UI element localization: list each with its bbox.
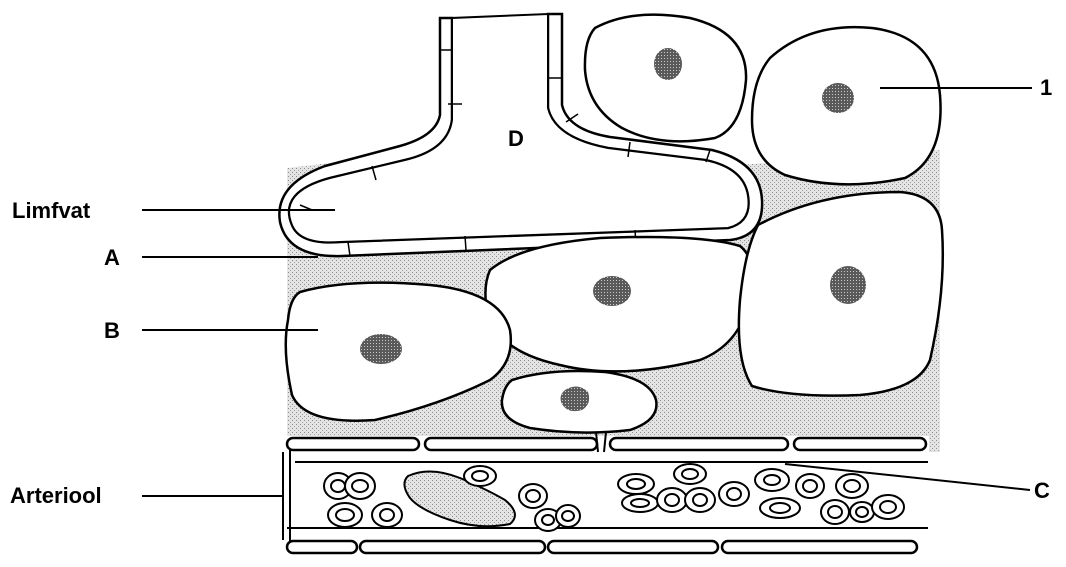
red-blood-cell: [760, 498, 800, 518]
nucleus: [654, 48, 682, 80]
red-blood-cell: [836, 474, 868, 498]
label-arteriool: Arteriool: [10, 485, 102, 507]
nucleus: [830, 266, 866, 304]
label-1: 1: [1040, 77, 1052, 99]
red-blood-cell: [755, 469, 789, 491]
label-limfvat: Limfvat: [12, 200, 90, 222]
label-a: A: [104, 247, 120, 269]
label-c: C: [1034, 480, 1050, 502]
red-blood-cell: [872, 495, 904, 519]
endothelial-cell: [722, 541, 917, 553]
red-blood-cell: [618, 474, 654, 494]
endothelial-cell: [360, 541, 545, 553]
nucleus: [593, 276, 631, 306]
red-blood-cell: [850, 502, 874, 522]
red-blood-cell: [519, 484, 547, 508]
nucleus: [822, 83, 854, 113]
red-blood-cell: [556, 505, 580, 527]
red-blood-cell: [796, 474, 824, 498]
red-blood-cell: [821, 500, 849, 524]
red-blood-cell: [328, 503, 362, 527]
red-blood-cell: [345, 473, 375, 499]
label-d: D: [508, 128, 524, 150]
endothelial-cell: [548, 541, 718, 553]
red-blood-cell: [719, 482, 749, 506]
endothelial-cell: [425, 438, 597, 450]
red-blood-cell: [464, 466, 496, 486]
nucleus: [561, 386, 590, 411]
endothelial-cell: [287, 438, 419, 450]
red-blood-cell: [372, 503, 402, 527]
red-blood-cell: [685, 488, 715, 512]
endothelial-cell: [287, 541, 357, 553]
endothelial-cell: [610, 438, 788, 450]
red-blood-cell: [657, 488, 687, 512]
red-blood-cell: [674, 464, 706, 484]
arteriole: [287, 432, 929, 553]
red-blood-cell: [622, 494, 658, 512]
arteriole-outer-wall: [287, 436, 929, 550]
label-b: B: [104, 320, 120, 342]
nucleus: [360, 334, 402, 364]
endothelial-cell: [794, 438, 926, 450]
